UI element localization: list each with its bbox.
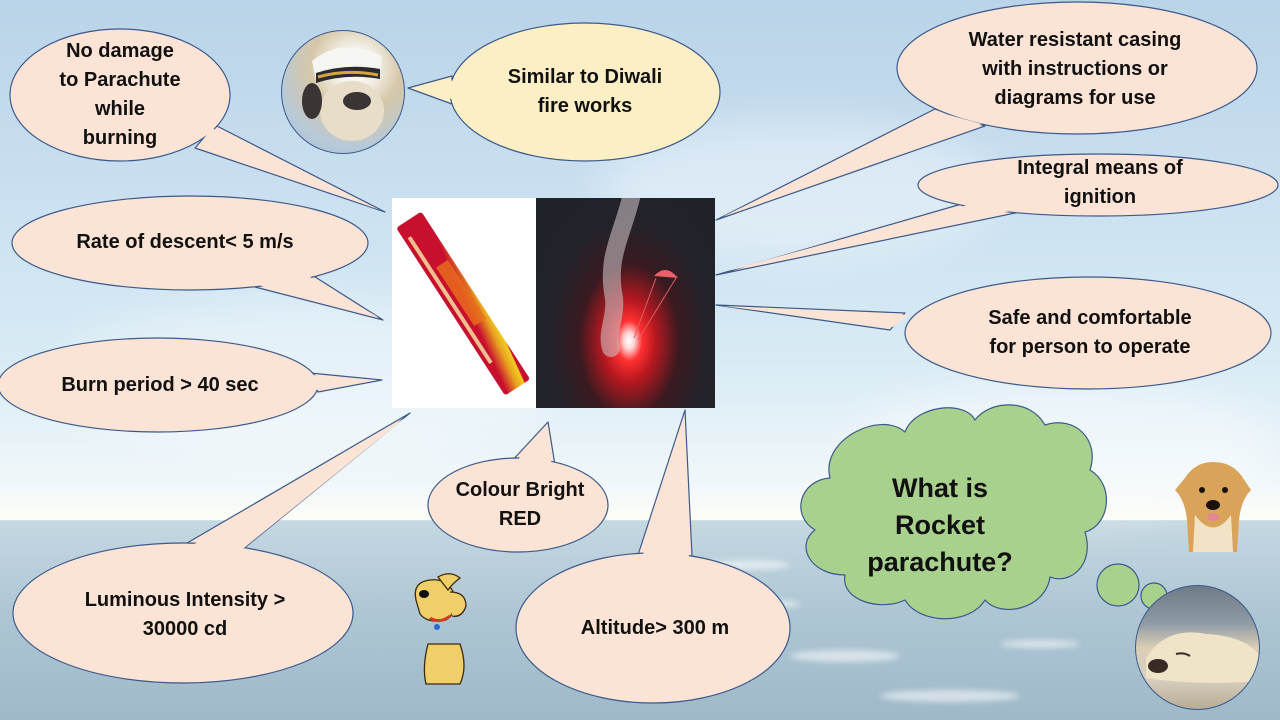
callout-line: for person to operate bbox=[989, 336, 1191, 358]
callout-line: Water resistant casing bbox=[968, 28, 1182, 51]
callout-line: Colour Bright bbox=[455, 479, 585, 501]
callout-line: RED bbox=[498, 508, 542, 530]
callout-diwali: Similar to Diwali fire works bbox=[460, 60, 710, 124]
callout-line: Safe and comfortable bbox=[988, 307, 1192, 329]
callout-line: No damage bbox=[66, 40, 174, 62]
cartoon-dog-graphic bbox=[414, 573, 467, 685]
callout-descent-shape bbox=[11, 195, 384, 321]
flare-canister-graphic bbox=[397, 212, 530, 395]
callout-burn-period-shape bbox=[0, 337, 383, 433]
sea-glint bbox=[790, 650, 900, 662]
callout-line: Luminous Intensity > bbox=[84, 589, 286, 611]
callout-line: Similar to Diwali bbox=[507, 66, 663, 88]
rocket-flare-canister-image bbox=[392, 198, 536, 408]
callout-safe-shape bbox=[715, 276, 1272, 390]
cloud-line: Rocket bbox=[894, 509, 985, 540]
callout-parachute-damage: No damage to Parachute while burning bbox=[20, 30, 220, 160]
captain-pug-image bbox=[281, 30, 405, 154]
callout-line: while bbox=[94, 98, 145, 120]
callout-water-resistant: Water resistant casing with instructions… bbox=[930, 24, 1220, 114]
callout-line: Altitude> 300 m bbox=[580, 616, 730, 639]
cloud-line: What is bbox=[891, 472, 988, 503]
callout-line: Rate of descent< 5 m/s bbox=[76, 230, 294, 253]
golden-dog-graphic bbox=[1175, 462, 1251, 552]
sea-glint bbox=[880, 690, 1020, 702]
callout-water-resistant-shape bbox=[715, 1, 1258, 221]
callout-ignition-shape bbox=[715, 153, 1279, 276]
callout-altitude-shape bbox=[515, 409, 791, 704]
callout-line: 30000 cd bbox=[142, 618, 228, 640]
callout-colour-shape bbox=[427, 421, 609, 553]
callout-ignition: Integral means of ignition bbox=[960, 153, 1240, 213]
cartoon-dog-image bbox=[408, 572, 480, 690]
sea-glint bbox=[700, 560, 790, 570]
callout-diwali-shape bbox=[407, 22, 721, 162]
flare-parachute-graphic bbox=[600, 198, 678, 357]
callout-burn-period: Burn period > 40 sec bbox=[20, 369, 300, 401]
callout-line: diagrams for use bbox=[994, 86, 1156, 109]
cloud-line: parachute? bbox=[867, 546, 1013, 577]
callout-line: Integral means of bbox=[1017, 157, 1183, 179]
callout-altitude: Altitude> 300 m bbox=[540, 612, 770, 644]
callout-line: Burn period > 40 sec bbox=[61, 373, 259, 396]
sea-glint bbox=[1000, 640, 1080, 648]
callout-line: ignition bbox=[1063, 186, 1137, 208]
pug-graphic bbox=[302, 47, 384, 141]
callout-luminous-shape bbox=[12, 412, 411, 684]
thought-cloud-question: What is Rocket parachute? bbox=[830, 465, 1050, 585]
callout-line: burning bbox=[82, 127, 158, 149]
golden-dog-image bbox=[1175, 460, 1252, 552]
sleeping-dog-graphic bbox=[1146, 632, 1259, 683]
callout-luminous: Luminous Intensity > 30000 cd bbox=[50, 585, 320, 645]
callout-colour: Colour Bright RED bbox=[440, 475, 600, 535]
callout-line: fire works bbox=[537, 95, 633, 117]
callout-safe: Safe and comfortable for person to opera… bbox=[950, 303, 1230, 363]
sleeping-dog-image bbox=[1135, 585, 1260, 710]
rocket-flare-burning-image bbox=[536, 198, 715, 408]
callout-descent: Rate of descent< 5 m/s bbox=[40, 226, 330, 258]
callout-line: to Parachute bbox=[59, 69, 181, 91]
callout-parachute-damage-shape bbox=[9, 28, 386, 213]
callout-line: with instructions or bbox=[982, 57, 1168, 80]
